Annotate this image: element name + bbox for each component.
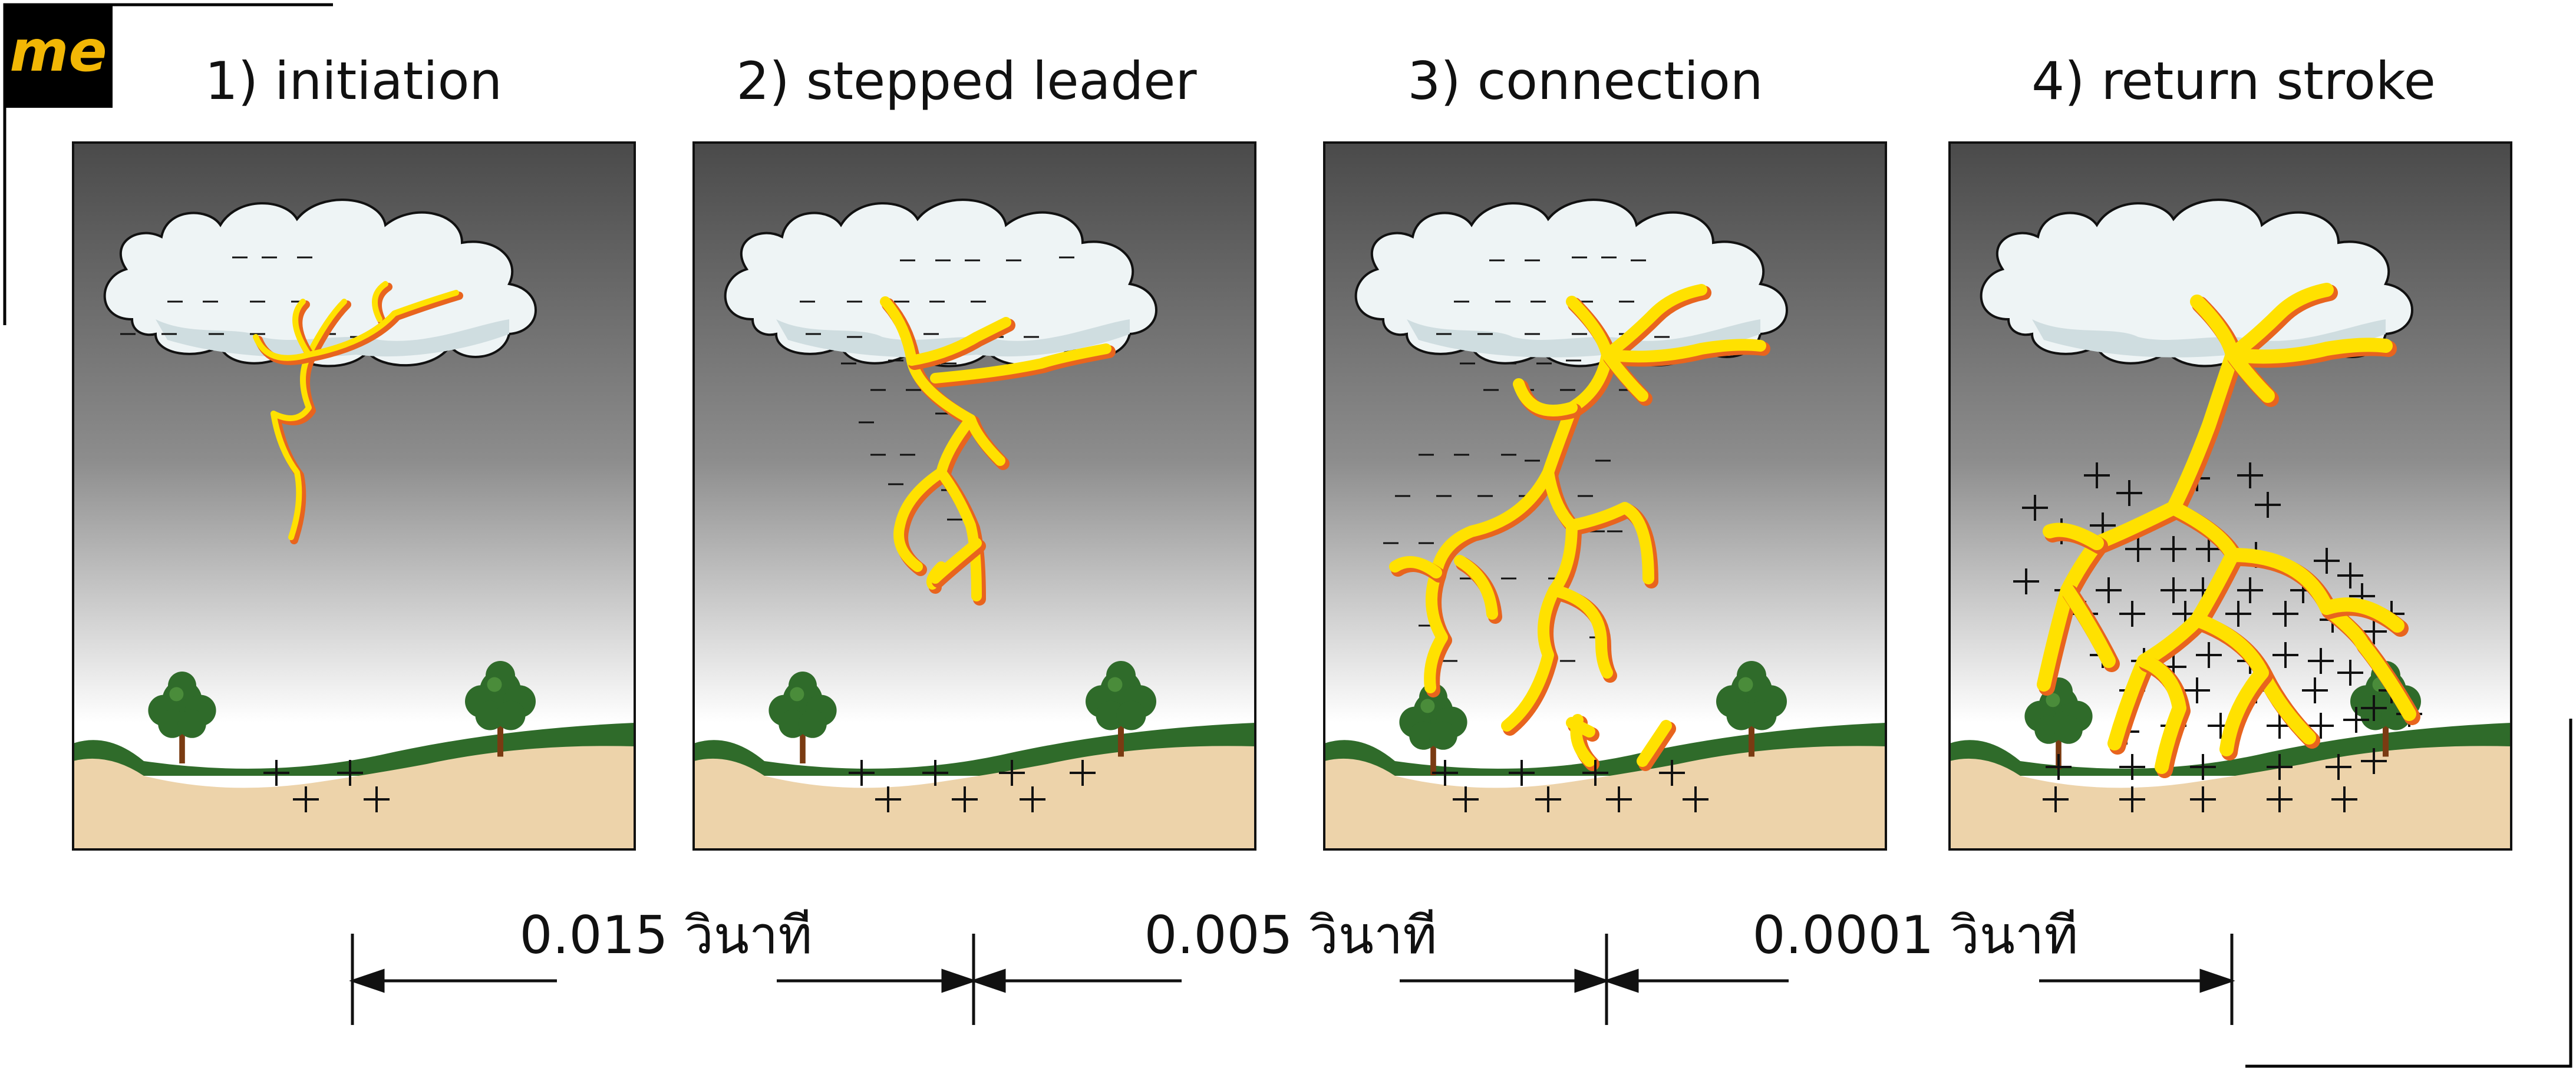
tree-leaf [1747, 700, 1777, 730]
ground [1950, 746, 2511, 849]
tree-leaf [2034, 715, 2063, 744]
ground [73, 746, 635, 849]
me-logo: me [5, 5, 113, 108]
tree-trunk [800, 714, 806, 763]
cloud-shade [776, 319, 1130, 358]
lightning-bolt [906, 317, 1111, 584]
tree-highlight [1738, 677, 1753, 692]
tree-highlight [487, 677, 502, 692]
arrowhead-right [1574, 968, 1610, 993]
tree-highlight [1107, 677, 1123, 692]
panel-border [1323, 141, 1887, 851]
lightning-bolt [1424, 296, 1654, 732]
tree-highlight [169, 687, 184, 702]
frame-corner-bottom-right [2245, 719, 2572, 1068]
tree-trunk [2383, 705, 2389, 757]
cloud [724, 199, 1157, 368]
lightning-bolt [2037, 295, 2416, 750]
panel-border [1948, 141, 2512, 851]
tree-leaf [1726, 700, 1756, 730]
arrowhead-right [941, 968, 977, 993]
tree-leaf [2054, 715, 2083, 744]
ground [1324, 746, 1886, 849]
cloud-body [724, 199, 1157, 368]
interval-label-1: 0.015 วินาที [520, 905, 813, 965]
tree-leaf [798, 709, 827, 738]
cloud [1354, 199, 1788, 368]
tree [148, 672, 216, 763]
panel-border [692, 141, 1256, 851]
panel-return-stroke [1948, 141, 2512, 851]
tree-trunk [2056, 720, 2062, 769]
cloud-shade [1407, 319, 1760, 358]
lightning-bolt [253, 281, 459, 361]
tree [1716, 661, 1787, 757]
tree-trunk [497, 705, 503, 757]
ground [694, 746, 1255, 849]
tree-trunk [1749, 705, 1754, 757]
panel-stepped-leader [692, 141, 1256, 851]
tree-leaf [1409, 721, 1438, 750]
panel-title-initiation: 1) initiation [205, 51, 502, 111]
tree-highlight [1420, 699, 1435, 713]
arrowhead-right [2199, 968, 2235, 993]
cloud-shade [156, 319, 509, 358]
lightning-bolt [2043, 283, 2405, 774]
tree-trunk [1430, 726, 1436, 775]
tree [1086, 661, 1156, 757]
panel-initiation [72, 141, 636, 851]
cloud-body [1980, 199, 2413, 368]
cloud-body [1354, 199, 1788, 368]
tree [768, 672, 837, 763]
tree [2024, 677, 2093, 769]
panel-title-stepped-leader: 2) stepped leader [736, 51, 1197, 111]
tree-highlight [790, 687, 804, 702]
tree [465, 661, 536, 757]
tree-leaf [158, 709, 187, 738]
tree-leaf [1116, 700, 1146, 730]
tree-leaf [475, 700, 505, 730]
interval-label-3: 0.0001 วินาที [1753, 905, 2079, 965]
lightning-bolt [271, 299, 347, 540]
tree-highlight [2046, 693, 2060, 707]
tree-leaf [177, 709, 206, 738]
timeline [349, 934, 2235, 1025]
tree-leaf [1096, 700, 1126, 730]
tree-trunk [179, 714, 185, 763]
arrowhead-left [970, 968, 1006, 993]
panel-border [72, 141, 636, 851]
tree-trunk [1118, 705, 1124, 757]
interval-label-2: 0.005 วินาที [1144, 905, 1437, 965]
tree-leaf [496, 700, 526, 730]
logo-text: me [9, 18, 107, 84]
panel-title-return-stroke: 4) return stroke [2031, 51, 2436, 111]
panel-title-connection: 3) connection [1407, 51, 1763, 111]
tree-leaf [1429, 721, 1457, 750]
tree-leaf [779, 709, 807, 738]
cloud-body [103, 199, 537, 368]
arrowhead-left [349, 968, 385, 993]
arrowhead-left [1603, 968, 1639, 993]
lightning-bolt [1389, 284, 1766, 767]
cloud [103, 199, 537, 368]
panel-connection [1323, 141, 1887, 851]
